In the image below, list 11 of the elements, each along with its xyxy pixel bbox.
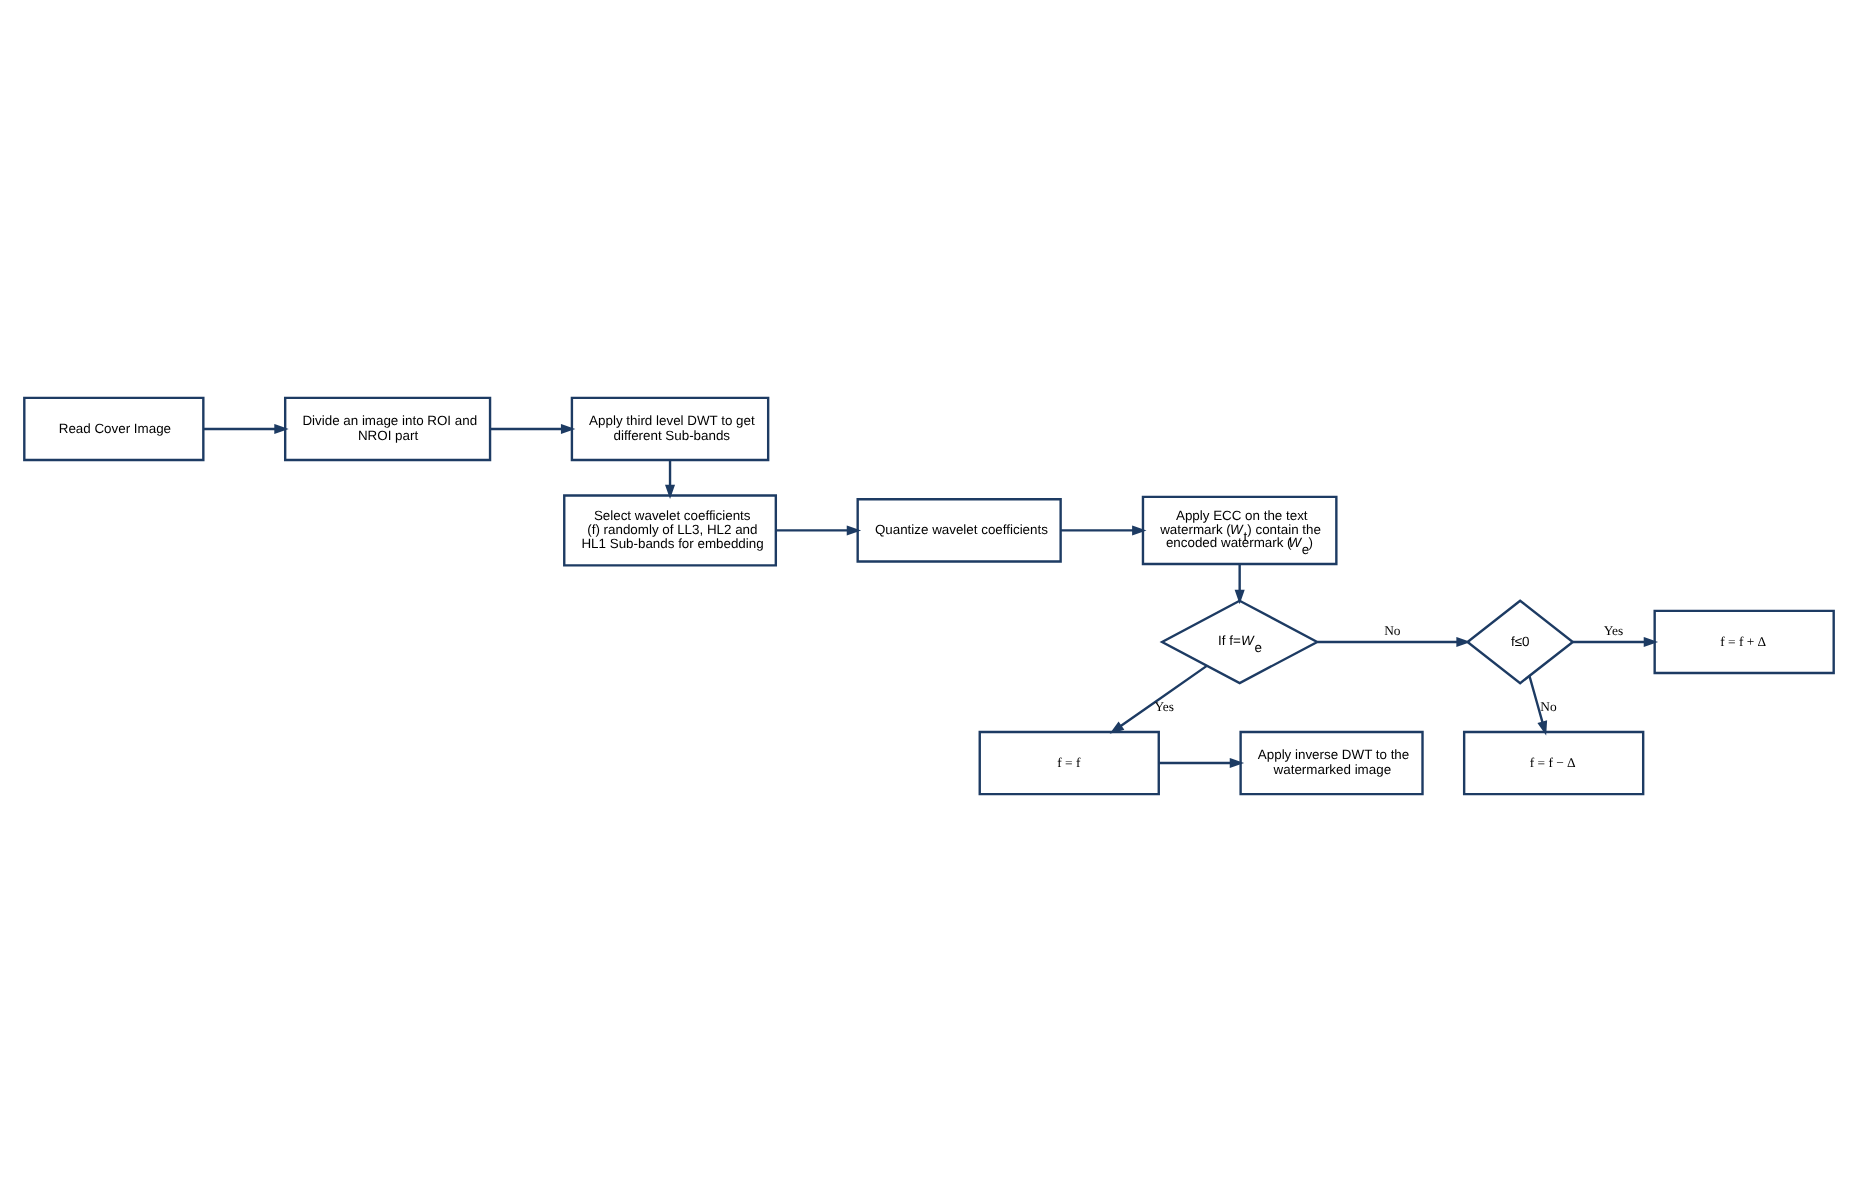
arrow — [665, 460, 676, 500]
arrow — [1060, 525, 1147, 536]
arrow — [1528, 675, 1548, 736]
arrow — [1572, 636, 1659, 647]
arrow — [203, 423, 289, 434]
arrow — [1109, 664, 1208, 734]
arrow — [1234, 563, 1245, 605]
arrow — [490, 423, 576, 434]
arrow — [1158, 758, 1245, 769]
arrow — [1317, 636, 1471, 647]
arrow — [775, 525, 862, 536]
